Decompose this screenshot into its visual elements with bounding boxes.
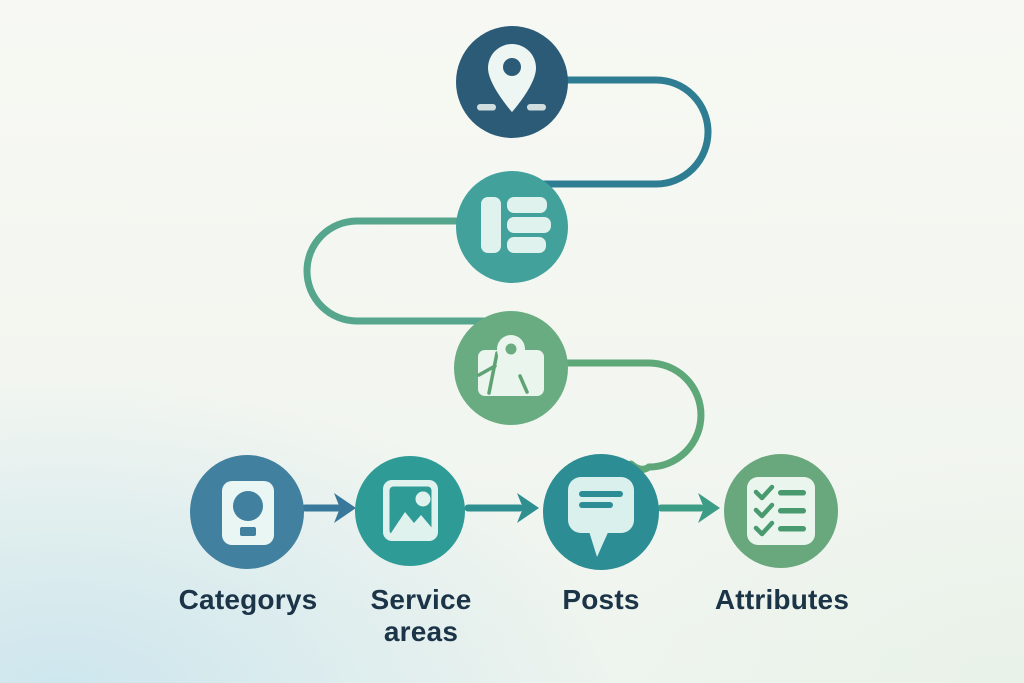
posts-label: Posts [562, 584, 640, 615]
map-fold-lines [477, 351, 529, 395]
arrow-posts-to-attributes [657, 493, 720, 523]
location-pin-icon [477, 44, 546, 112]
connector-map-to-posts [536, 359, 705, 473]
attributes-node [724, 454, 838, 568]
arrow-categories-to-service [301, 493, 356, 523]
connector-location-to-list [514, 76, 712, 188]
category-card-dot [233, 491, 263, 521]
service-areas-label: Service areas [370, 584, 472, 648]
connector-list-to-map [303, 217, 509, 325]
speech-bubble-line-1 [579, 491, 623, 497]
image-icon [383, 480, 438, 541]
posts-node [543, 454, 659, 570]
checklist-icon [747, 477, 815, 545]
location-node [456, 26, 568, 138]
service-areas-node [355, 456, 465, 566]
map-pin-hole [505, 343, 517, 355]
arrow-service-to-posts [464, 493, 539, 523]
speech-bubble-line-2 [579, 502, 613, 508]
list-node [456, 171, 568, 283]
categories-label: Categorys [178, 584, 318, 615]
checklist-checks [753, 484, 775, 537]
speech-bubble-icon [568, 477, 634, 557]
list-icon [481, 197, 551, 253]
map-node [454, 311, 568, 425]
map-pin-icon [477, 335, 544, 396]
categories-node [190, 455, 304, 569]
category-card-slot [240, 527, 256, 536]
checklist-lines [778, 490, 806, 532]
attributes-label: Attributes [714, 584, 850, 615]
category-card-icon [222, 481, 274, 545]
location-pin-hole [503, 58, 521, 76]
